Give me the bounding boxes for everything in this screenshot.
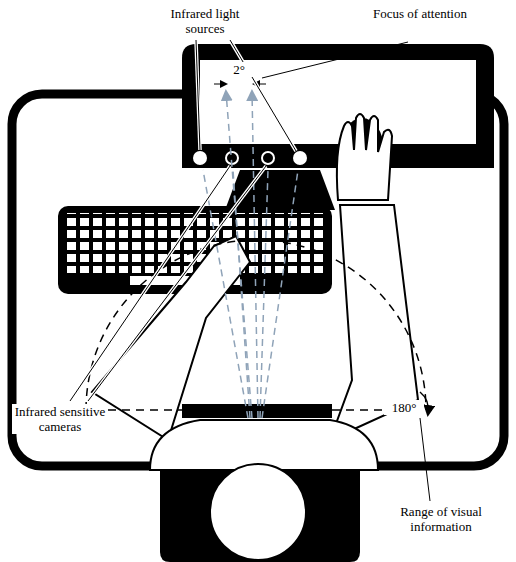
right-hand	[337, 114, 392, 200]
visual-range-baseline	[80, 409, 432, 411]
monitor-stand	[225, 170, 335, 210]
torso	[150, 420, 378, 470]
desk-edge	[182, 404, 332, 418]
dimension-arrow	[214, 84, 226, 85]
screen	[200, 60, 476, 144]
leader-lines	[70, 40, 430, 501]
head	[210, 464, 306, 560]
angle-label: 2°	[224, 62, 254, 77]
callout-label: Focus of attention	[372, 6, 468, 21]
angle-label: 180°	[384, 400, 424, 415]
callout-label: Infrared light sources	[150, 6, 260, 36]
infrared-light-source	[193, 151, 207, 165]
visual-range-arc	[86, 240, 426, 410]
gaze-lines	[203, 92, 298, 418]
infrared-camera	[262, 152, 274, 164]
callout-label: Range of visual information	[372, 504, 510, 534]
infrared-light-source	[293, 151, 307, 165]
callout-label: Infrared sensitive cameras	[12, 404, 108, 434]
